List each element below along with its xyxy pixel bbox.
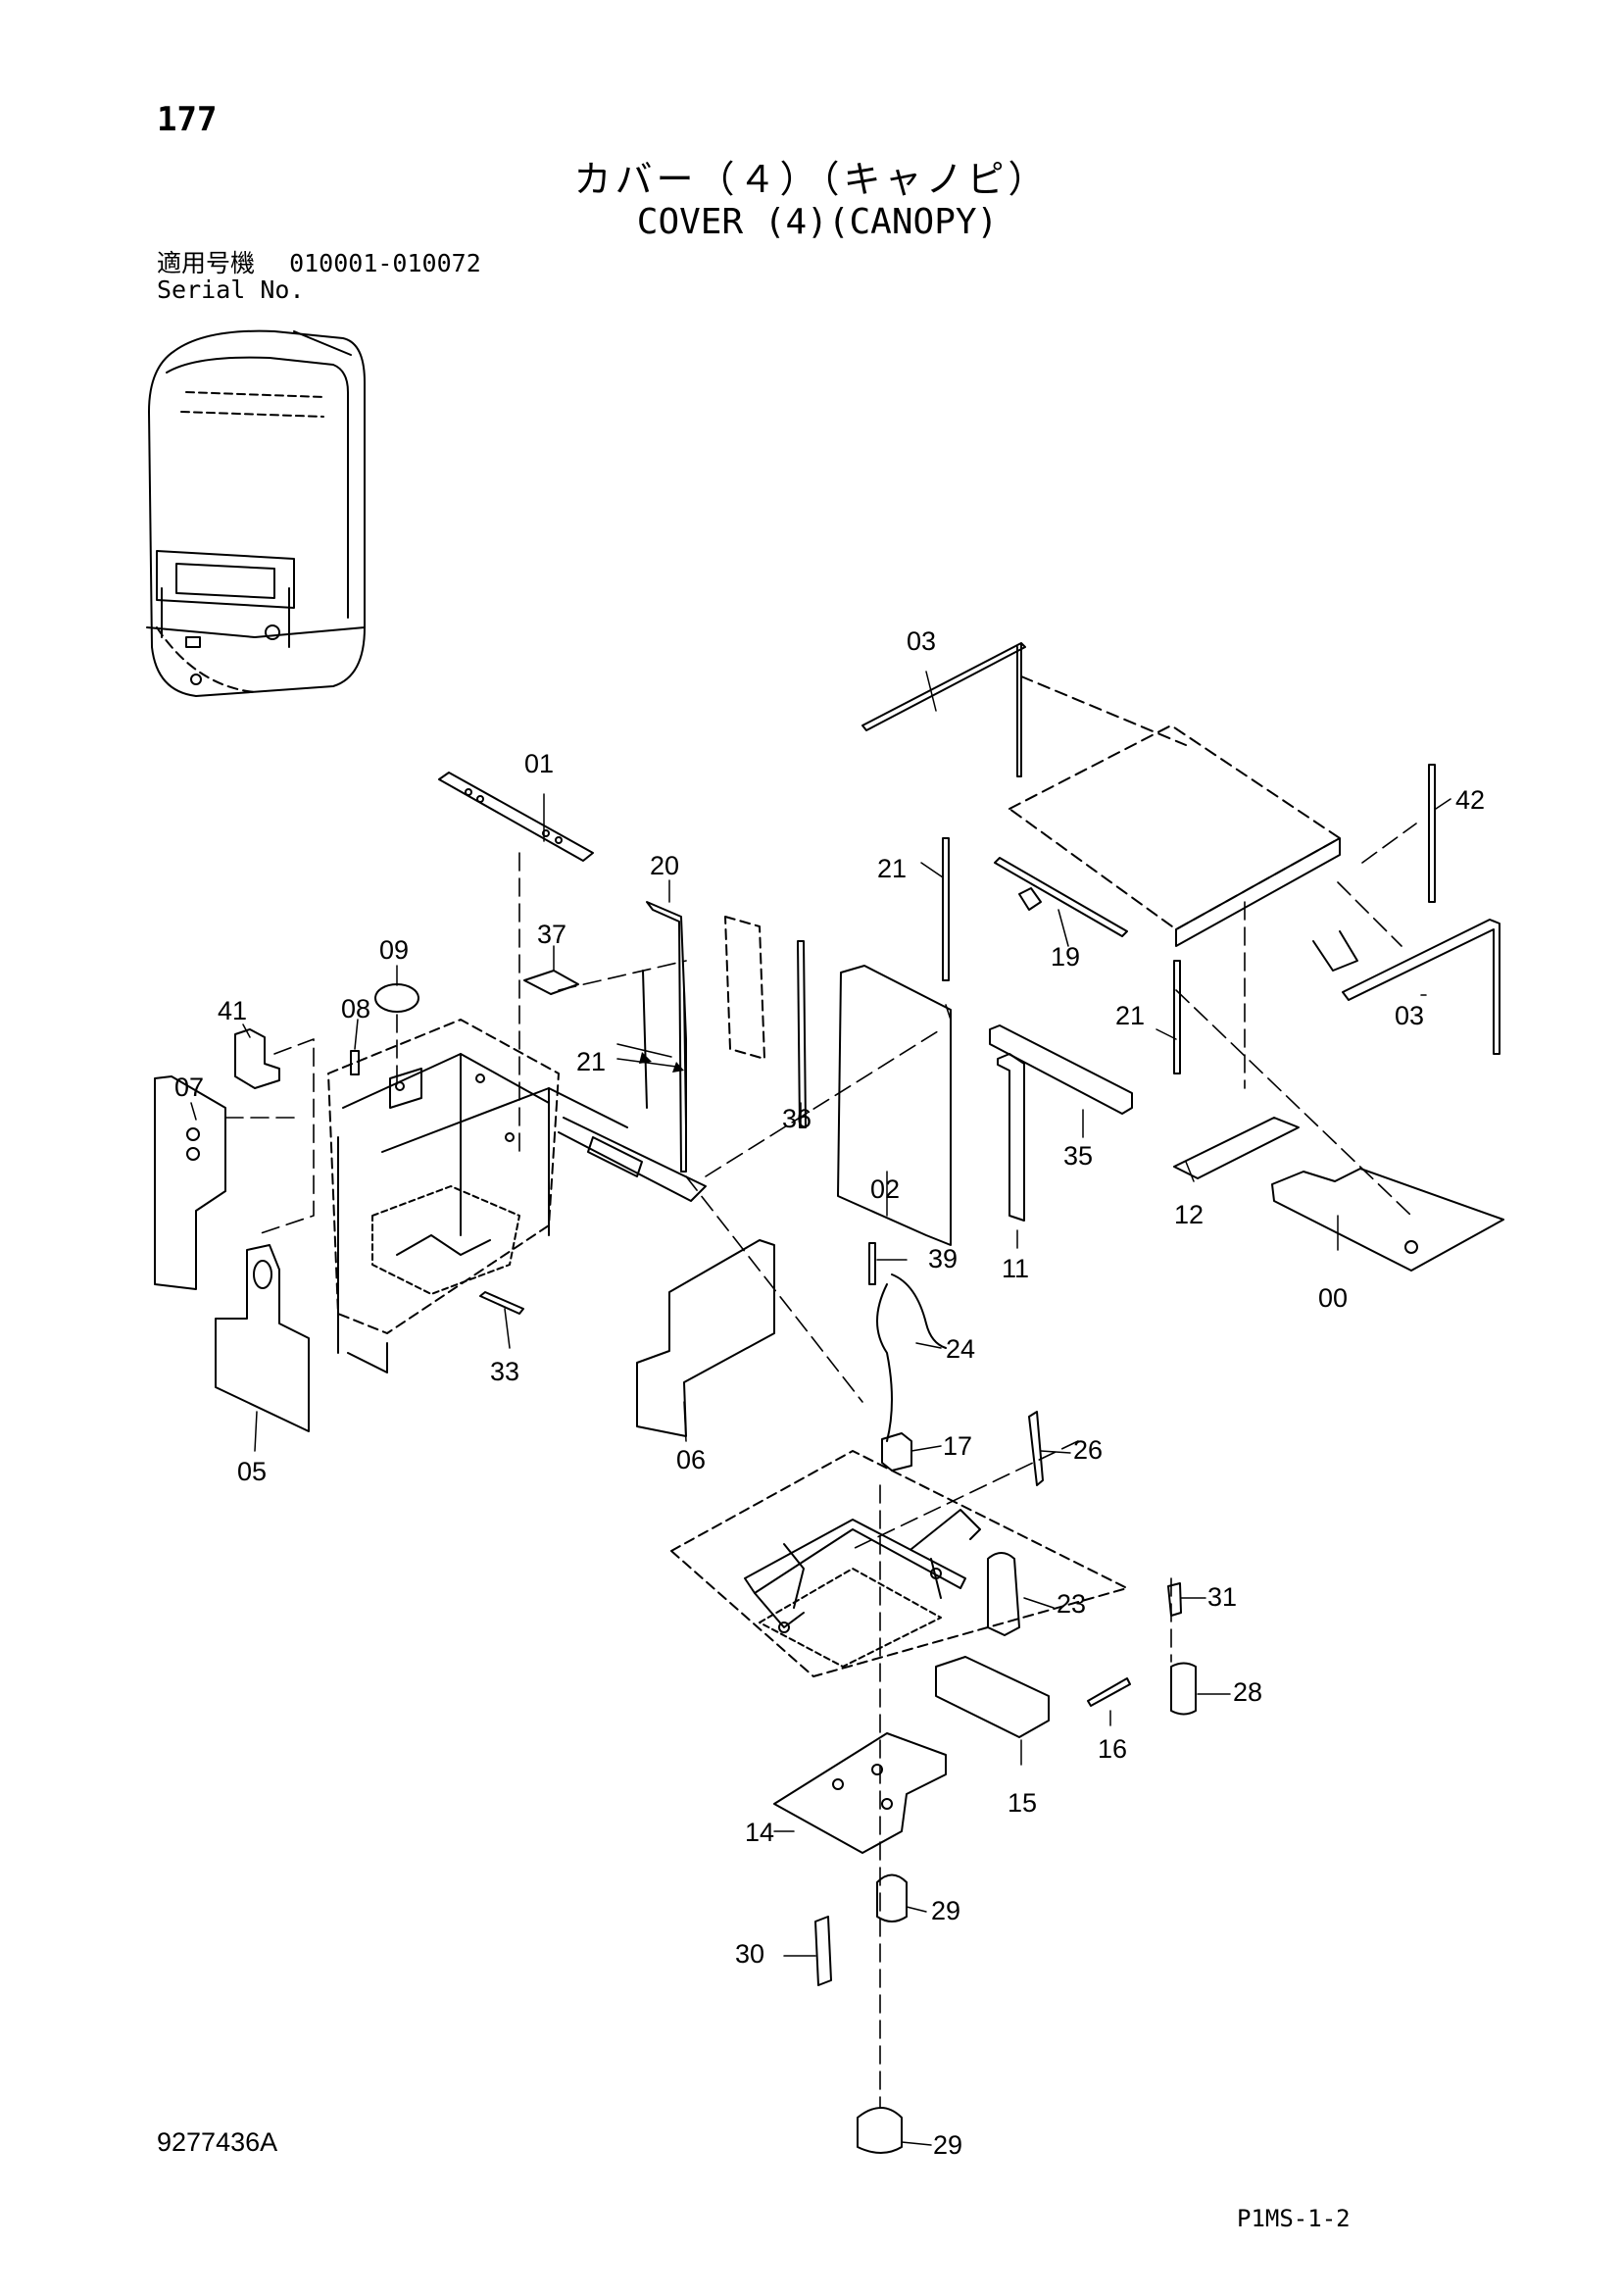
- callout-29-lower: 29: [933, 2130, 962, 2160]
- part-14-plate: [773, 1732, 947, 1854]
- part-12-plate: [1173, 1117, 1300, 1179]
- callout-03-right: 03: [1395, 1001, 1424, 1030]
- callout-21-left: 21: [576, 1047, 606, 1076]
- callout-05: 05: [237, 1457, 267, 1486]
- part-42-rod: [1428, 764, 1436, 903]
- part-36-strip: [797, 940, 807, 1128]
- callout-28: 28: [1233, 1677, 1262, 1707]
- callout-35: 35: [1063, 1141, 1093, 1171]
- part-07-side-cover: [154, 1075, 226, 1290]
- serial-label-japanese: 適用号機: [157, 249, 256, 277]
- part-lower-frame: [670, 1450, 1128, 1677]
- callout-01: 01: [524, 749, 554, 778]
- callout-24: 24: [946, 1334, 975, 1364]
- part-15-block: [935, 1656, 1050, 1738]
- callout-26: 26: [1073, 1435, 1103, 1465]
- part-01-plate: [438, 772, 594, 862]
- serial-info: 適用号機 010001-010072 Serial No.: [157, 250, 481, 303]
- callout-14: 14: [745, 1818, 774, 1847]
- part-26-bracket: [1028, 1411, 1044, 1486]
- part-03-right-rail: [1342, 919, 1500, 1055]
- part-02-back-panel: [837, 965, 952, 1246]
- callout-02: 02: [870, 1174, 900, 1204]
- callout-42: 42: [1455, 785, 1485, 815]
- callout-31: 31: [1207, 1582, 1237, 1612]
- callout-06: 06: [676, 1445, 706, 1474]
- part-35-bar: [989, 1024, 1133, 1115]
- callout-12: 12: [1174, 1200, 1204, 1229]
- part-19-rail: [994, 857, 1128, 937]
- part-06-cover: [636, 1239, 775, 1437]
- part-11-post: [997, 1053, 1025, 1222]
- callout-00: 00: [1318, 1283, 1348, 1313]
- part-33-strip: [479, 1291, 524, 1315]
- callout-20: 20: [650, 851, 679, 880]
- part-20-channel: [646, 901, 687, 1173]
- part-seat-frame: [327, 1019, 707, 1373]
- part-30-latch: [814, 1916, 832, 1986]
- part-28-cylinder: [1170, 1662, 1197, 1716]
- page-number: 177: [157, 100, 218, 139]
- callout-17: 17: [943, 1431, 972, 1461]
- part-29-knob-upper: [876, 1873, 908, 1922]
- diagram-title-english: COVER (4)(CANOPY): [636, 202, 999, 242]
- callout-29-upper: 29: [931, 1896, 960, 1925]
- diagram-title-japanese: カバー（４）（キャノピ）: [573, 158, 1050, 201]
- callout-30: 30: [735, 1939, 764, 1969]
- part-39-pin: [868, 1242, 876, 1285]
- callout-03-top: 03: [907, 626, 936, 656]
- part-17-block: [881, 1432, 912, 1472]
- part-41-clip: [234, 1028, 280, 1089]
- part-24-cable: [876, 1273, 947, 1442]
- callout-36: 36: [782, 1104, 812, 1133]
- part-09-cap: [374, 983, 419, 1013]
- callout-07: 07: [174, 1073, 204, 1102]
- callout-41: 41: [218, 996, 247, 1025]
- part-29-knob-lower: [857, 2107, 903, 2154]
- callout-09: 09: [379, 935, 409, 965]
- part-08-pin: [350, 1050, 360, 1075]
- serial-range: 010001-010072: [289, 249, 481, 277]
- callout-39: 39: [928, 1244, 958, 1273]
- callout-37: 37: [537, 920, 566, 949]
- document-number: 9277436A: [157, 2127, 278, 2157]
- part-00-floor-plate: [1271, 1168, 1504, 1272]
- serial-label-english: Serial No.: [157, 275, 305, 304]
- part-23-armrest: [987, 1552, 1020, 1636]
- callout-11: 11: [1002, 1254, 1029, 1283]
- sheet-code: P1MS-1-2: [1237, 2205, 1351, 2232]
- callout-19: 19: [1051, 942, 1080, 972]
- canopy-overview-thumbnail: [146, 329, 366, 697]
- callout-08: 08: [341, 994, 370, 1023]
- part-31-clip: [1167, 1582, 1182, 1617]
- part-03-upper-rail: [861, 642, 1026, 777]
- callout-23: 23: [1057, 1589, 1086, 1619]
- callout-21-right: 21: [1115, 1001, 1145, 1030]
- part-05-lower-cover: [215, 1244, 310, 1432]
- part-16-pin: [1087, 1677, 1131, 1707]
- callout-21-upper: 21: [877, 854, 907, 883]
- part-37-pad: [523, 970, 579, 995]
- callout-15: 15: [1008, 1788, 1037, 1818]
- callout-16: 16: [1098, 1734, 1127, 1764]
- callout-33: 33: [490, 1357, 519, 1386]
